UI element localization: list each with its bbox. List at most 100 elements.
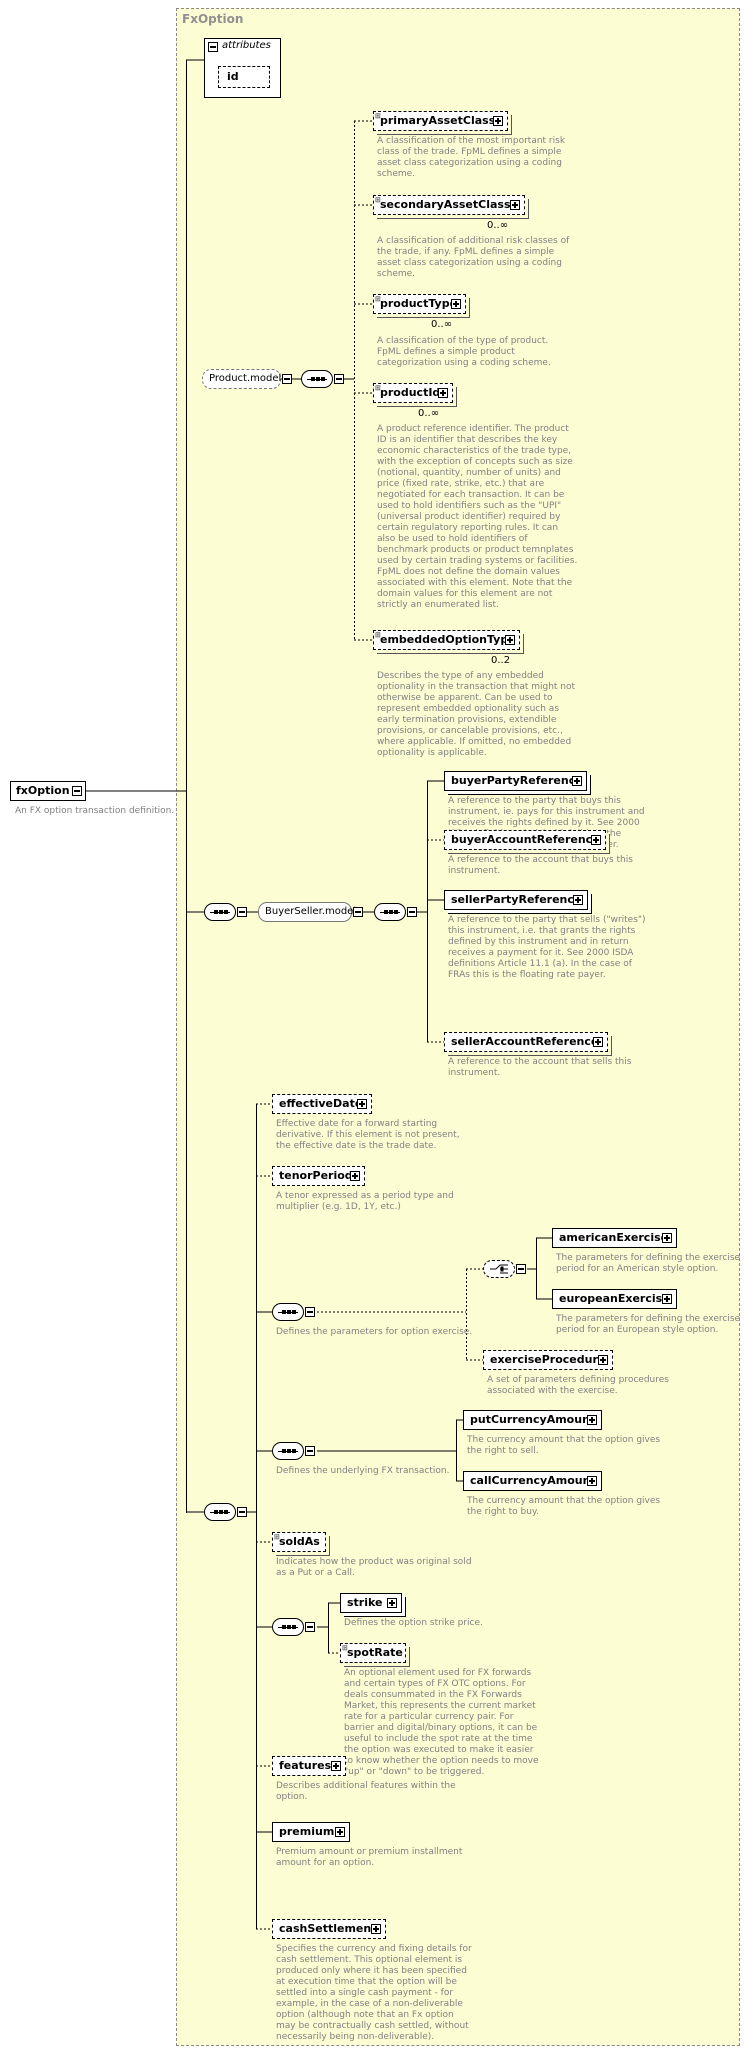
collapse-icon[interactable]: [305, 1307, 315, 1317]
expand-icon[interactable]: [662, 1294, 672, 1304]
group-doc: Defines the parameters for option exerci…: [276, 1327, 473, 1337]
choice-symbol-icon: [490, 1264, 508, 1274]
attribute-id: id: [218, 66, 270, 88]
group-buyerseller-model[interactable]: BuyerSeller.model: [258, 902, 356, 922]
sequence-compositor-icon: [272, 1442, 304, 1460]
element-europeanexercise[interactable]: europeanExercise: [552, 1289, 677, 1309]
expand-icon[interactable]: [335, 1827, 345, 1837]
expand-icon[interactable]: [505, 635, 515, 645]
expand-icon[interactable]: [371, 1924, 381, 1934]
element-spotrate[interactable]: ⊞spotRate: [340, 1643, 406, 1663]
attributes-header: attributes: [222, 40, 271, 51]
expand-icon[interactable]: [350, 1171, 360, 1181]
expand-icon[interactable]: [591, 835, 601, 845]
collapse-icon[interactable]: [353, 907, 363, 917]
element-buyeraccountreference[interactable]: buyerAccountReference: [444, 830, 606, 850]
element-doc: Describes additional features within the…: [276, 1781, 456, 1802]
element-putcurrencyamount[interactable]: putCurrencyAmount: [463, 1410, 602, 1430]
element-secondaryassetclass[interactable]: ⊞secondaryAssetClass: [373, 195, 525, 215]
sequence-compositor-icon: [374, 903, 406, 921]
element-exerciseprocedure[interactable]: exerciseProcedure: [483, 1350, 613, 1370]
element-doc: A classification of additional risk clas…: [377, 236, 570, 279]
expand-icon[interactable]: [587, 1415, 597, 1425]
element-americanexercise[interactable]: americanExercise: [552, 1228, 677, 1248]
element-buyerpartyreference[interactable]: buyerPartyReference: [444, 771, 587, 791]
expand-icon[interactable]: [598, 1355, 608, 1365]
expand-icon[interactable]: [573, 895, 583, 905]
group-buyerseller-model-label: BuyerSeller.model: [265, 906, 357, 917]
attributes-collapse-icon[interactable]: [208, 42, 218, 52]
element-doc: The currency amount that the option give…: [467, 1435, 661, 1456]
expand-icon[interactable]: [438, 388, 448, 398]
collapse-icon[interactable]: [334, 374, 344, 384]
expand-icon[interactable]: [587, 1476, 597, 1486]
element-selleraccountreference[interactable]: sellerAccountReference: [444, 1032, 608, 1052]
collapse-icon[interactable]: [237, 1507, 247, 1517]
collapse-icon[interactable]: [407, 907, 417, 917]
sequence-compositor-icon: [301, 370, 333, 388]
element-primaryassetclass[interactable]: ⊞primaryAssetClass: [373, 111, 508, 131]
collapse-icon[interactable]: [516, 1264, 526, 1274]
sequence-compositor-icon: [204, 1503, 236, 1521]
element-doc: The parameters for defining the exercise…: [556, 1253, 741, 1274]
root-doc: An FX option transaction definition.: [15, 806, 175, 816]
element-callcurrencyamount[interactable]: callCurrencyAmount: [463, 1471, 602, 1491]
occurrence-label: 0..2: [491, 655, 511, 666]
occurrence-label: 0..∞: [487, 220, 509, 231]
element-features[interactable]: features: [272, 1756, 346, 1776]
expand-icon[interactable]: [662, 1233, 672, 1243]
element-producttype[interactable]: ⊞productType: [373, 294, 466, 314]
expand-icon[interactable]: [572, 776, 582, 786]
collapse-icon[interactable]: [282, 374, 292, 384]
expand-icon[interactable]: [357, 1099, 367, 1109]
element-soldas[interactable]: ⊞soldAs: [272, 1532, 326, 1552]
element-doc: A product reference identifier. The prod…: [377, 424, 578, 610]
expand-icon[interactable]: [331, 1761, 341, 1771]
sequence-compositor-icon: [272, 1303, 304, 1321]
element-doc: A classification of the type of product.…: [377, 336, 551, 368]
element-tenorperiod[interactable]: tenorPeriod: [272, 1166, 365, 1186]
element-productid[interactable]: ⊞productId: [373, 383, 453, 403]
element-doc: A reference to the account that buys thi…: [448, 855, 633, 876]
group-doc: Defines the underlying FX transaction.: [276, 1466, 450, 1476]
group-product-model-label: Product.model: [209, 373, 282, 384]
group-product-model[interactable]: Product.model: [202, 369, 281, 389]
sequence-compositor-icon: [272, 1618, 304, 1636]
element-doc: Defines the option strike price.: [344, 1618, 483, 1628]
element-cashsettlement[interactable]: cashSettlement: [272, 1919, 386, 1939]
element-doc: A reference to the account that sells th…: [448, 1057, 632, 1078]
choice-compositor-icon: [483, 1260, 515, 1278]
expand-icon[interactable]: [451, 299, 461, 309]
complex-type-title: FxOption: [182, 12, 244, 26]
expand-icon[interactable]: [387, 1598, 397, 1608]
collapse-icon[interactable]: [237, 907, 247, 917]
expand-icon[interactable]: [593, 1037, 603, 1047]
complex-type-box: [176, 8, 740, 2046]
occurrence-label: 0..∞: [431, 319, 453, 330]
element-embeddedoptiontype[interactable]: ⊞embeddedOptionType: [373, 630, 520, 650]
element-effectivedate[interactable]: effectiveDate: [272, 1094, 372, 1114]
element-doc: Specifies the currency and fixing detail…: [276, 1944, 472, 2042]
element-sellerpartyreference[interactable]: sellerPartyReference: [444, 890, 588, 910]
element-doc: The parameters for defining the exercise…: [556, 1314, 741, 1335]
element-doc: Indicates how the product was original s…: [276, 1557, 472, 1578]
root-element-label: fxOption: [16, 784, 70, 797]
collapse-icon[interactable]: [72, 786, 82, 796]
expand-icon[interactable]: [493, 116, 503, 126]
element-doc: An optional element used for FX forwards…: [344, 1668, 539, 1777]
expand-icon[interactable]: [510, 200, 520, 210]
root-element-fxoption[interactable]: fxOption: [10, 781, 86, 801]
element-strike[interactable]: strike: [340, 1593, 402, 1613]
element-premium[interactable]: premium: [272, 1822, 350, 1842]
element-doc: A classification of the most important r…: [377, 136, 566, 179]
collapse-icon[interactable]: [305, 1446, 315, 1456]
collapse-icon[interactable]: [305, 1622, 315, 1632]
element-doc: A reference to the party that sells ("wr…: [448, 915, 646, 980]
